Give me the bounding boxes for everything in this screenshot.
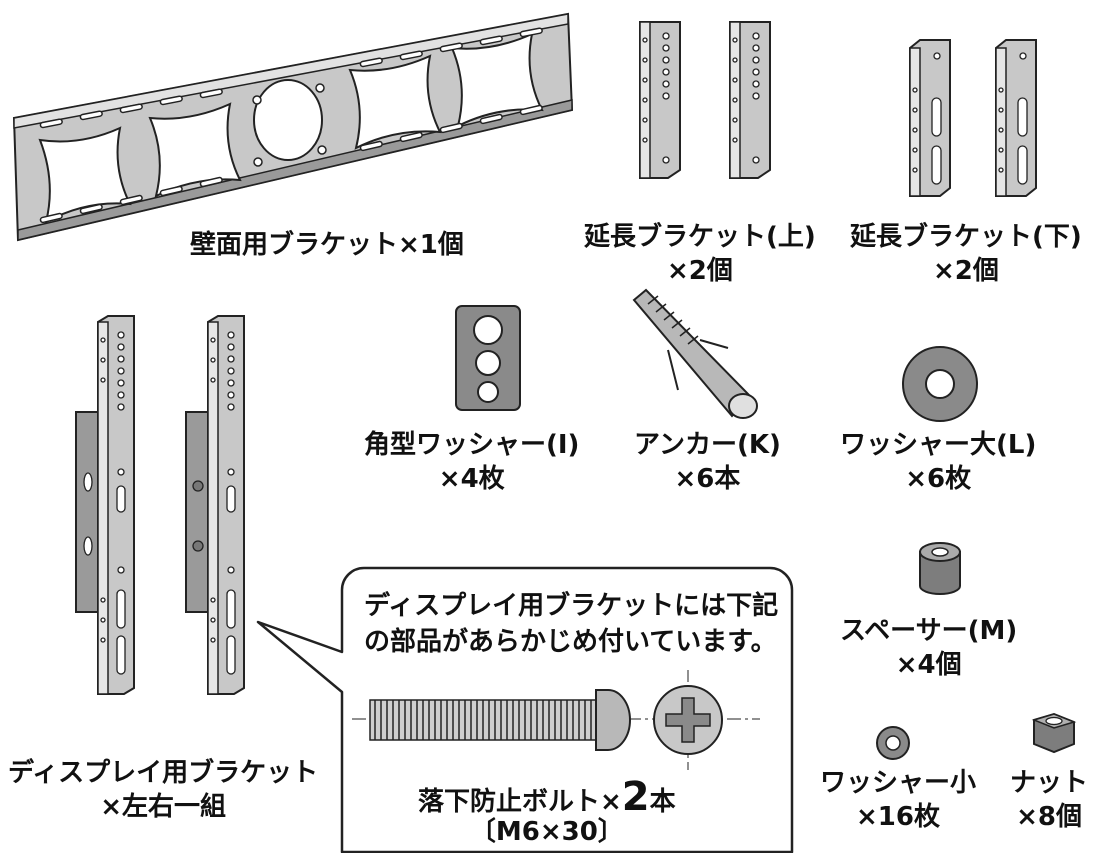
large-washer-illustration [902,346,978,422]
bolt-illustration [352,670,760,770]
square-washer-label: 角型ワッシャー(I) ×4枚 [364,430,580,494]
spacer-label: スペーサー(M) ×4個 [840,616,1018,680]
display-bracket-label: ディスプレイ用ブラケット ×左右一組 [8,758,319,822]
callout-note-line1: ディスプレイ用ブラケットには下記 [364,591,779,621]
small-washer-illustration [876,726,910,760]
bolt-label-line: 落下防止ボルト×2本 [418,774,676,820]
anchor-label: アンカー(K) ×6本 [634,430,781,494]
callout-note: ディスプレイ用ブラケットには下記 の部品があらかじめ付いています。 [364,588,778,660]
wall-bracket-label: 壁面用ブラケット×1個 [190,230,464,260]
square-washer-illustration [455,305,521,411]
display-bracket-illustration [75,315,245,695]
bolt-label: 落下防止ボルト×2本 〔M6×30〕 [418,774,676,847]
small-washer-label: ワッシャー小 ×16枚 [820,768,977,832]
extension-bracket-lower-illustration [909,39,1037,197]
extension-bracket-lower-label: 延長ブラケット(下) ×2個 [850,222,1082,286]
extension-bracket-upper-illustration [639,21,771,179]
anchor-illustration [632,288,758,419]
callout-note-line2: の部品があらかじめ付いています。 [364,627,777,657]
spacer-illustration [919,542,961,595]
bolt-count: 2 [621,774,650,820]
large-washer-label: ワッシャー大(L) ×6枚 [840,430,1037,494]
bolt-spec: 〔M6×30〕 [469,817,624,847]
extension-bracket-upper-label: 延長ブラケット(上) ×2個 [584,222,816,286]
nut-illustration [1031,712,1077,754]
nut-label: ナット ×8個 [1010,768,1089,832]
wall-bracket-illustration [12,12,574,242]
